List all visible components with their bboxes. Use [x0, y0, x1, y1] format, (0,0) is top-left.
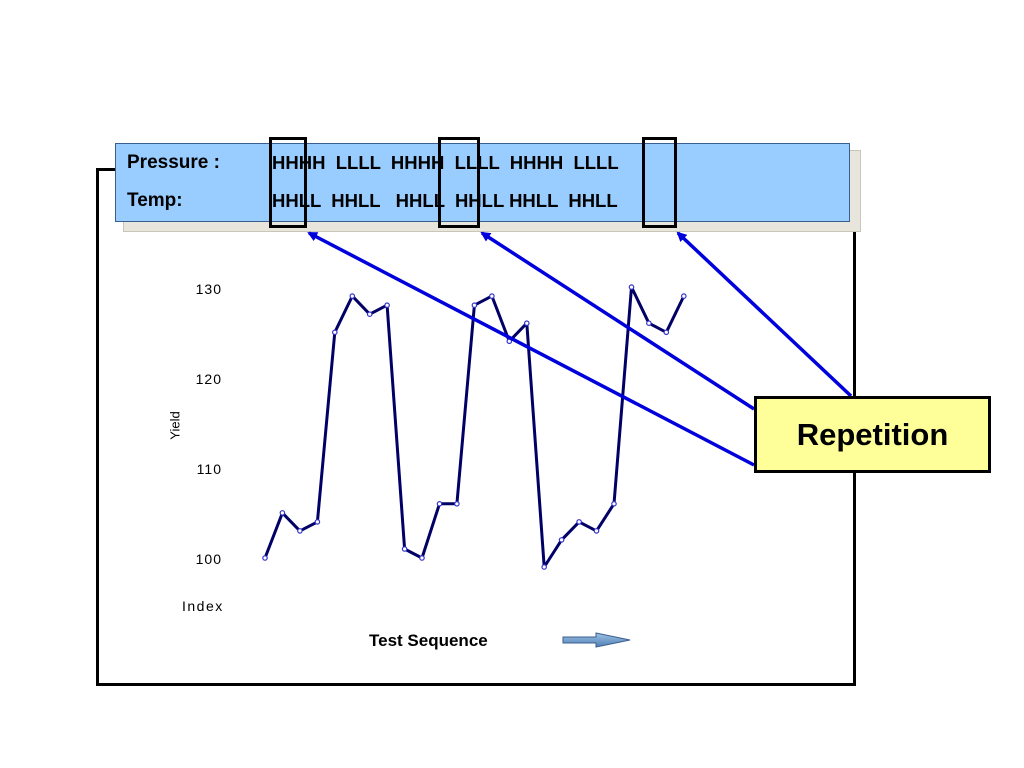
callout-arrow — [676, 231, 853, 398]
temp-sequence: HHLL HHLL HHLL HHLL HHLL HHLL — [272, 190, 618, 211]
data-point — [628, 284, 635, 290]
data-point — [297, 528, 303, 534]
data-point — [523, 320, 530, 327]
data-point — [471, 302, 478, 309]
pressure-label: Pressure : — [127, 152, 220, 173]
data-point — [419, 555, 425, 561]
data-point — [384, 302, 390, 309]
data-point — [489, 293, 495, 299]
chart-frame — [96, 168, 856, 686]
data-point — [331, 329, 338, 336]
data-point — [366, 311, 373, 318]
data-point — [680, 293, 687, 299]
callout-arrows — [307, 231, 853, 467]
callout-arrow — [480, 231, 755, 411]
data-point — [611, 500, 617, 507]
y-tick-label: 130 — [195, 281, 222, 297]
data-point — [541, 564, 548, 570]
temp-label: Temp: — [127, 190, 183, 211]
data-point — [349, 293, 356, 299]
data-point — [576, 519, 582, 525]
repetition-marker — [269, 137, 307, 228]
callout-arrow — [307, 231, 755, 467]
data-point — [262, 555, 268, 561]
x-axis-title: Test Sequence — [369, 631, 488, 650]
repetition-marker — [438, 137, 480, 228]
series-group — [262, 284, 687, 570]
data-point — [454, 500, 460, 507]
repetition-callout: Repetition — [754, 396, 991, 473]
y-tick-label: 120 — [195, 371, 222, 387]
data-point — [314, 519, 321, 525]
index-label: Index — [182, 598, 224, 614]
repetition-marker — [642, 137, 677, 228]
sequence-direction-arrow-icon — [562, 632, 631, 648]
data-point — [401, 546, 408, 552]
yield-series-line — [263, 285, 686, 569]
data-point — [558, 537, 565, 543]
factor-legend-box — [115, 143, 850, 222]
data-point — [663, 329, 670, 336]
data-point — [279, 510, 286, 516]
y-tick-label: 110 — [196, 461, 222, 477]
y-tick-label: 100 — [195, 551, 222, 567]
data-point — [436, 500, 443, 507]
data-point — [593, 528, 600, 534]
data-point — [646, 320, 652, 327]
